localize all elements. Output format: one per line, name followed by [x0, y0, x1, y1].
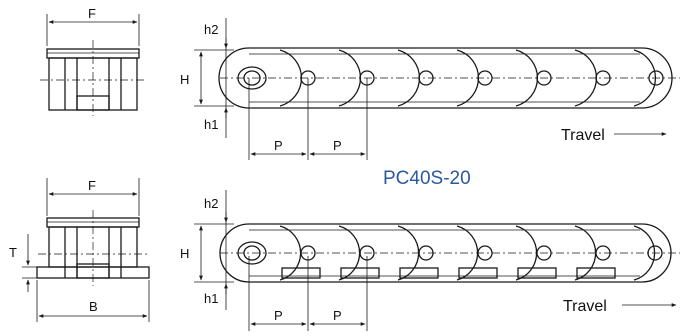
bottom-pitch-label-1: P — [274, 308, 283, 323]
top-end-view — [40, 14, 146, 116]
bottom-h-label: H — [180, 246, 189, 261]
top-travel-label: Travel — [561, 127, 605, 144]
top-side-view — [194, 18, 680, 160]
top-pitch-label-2: P — [333, 138, 342, 153]
bottom-pitch-label-2: P — [333, 308, 342, 323]
bottom-end-view-b-label: B — [89, 299, 98, 314]
bottom-travel-label: Travel — [563, 298, 607, 315]
bottom-end-view-t-label: T — [9, 245, 17, 260]
top-h-label: H — [180, 72, 189, 87]
bottom-end-view-f-label: F — [88, 178, 96, 193]
bottom-side-view — [194, 190, 680, 331]
top-h2-label: h2 — [204, 22, 218, 37]
top-pitch-label-1: P — [274, 138, 283, 153]
model-caption: PC40S-20 — [383, 168, 471, 189]
bottom-end-view — [22, 178, 150, 322]
bottom-h2-label: h2 — [204, 196, 218, 211]
top-h1-label: h1 — [204, 117, 218, 132]
top-end-view-f-label: F — [88, 6, 96, 21]
bottom-h1-label: h1 — [204, 291, 218, 306]
